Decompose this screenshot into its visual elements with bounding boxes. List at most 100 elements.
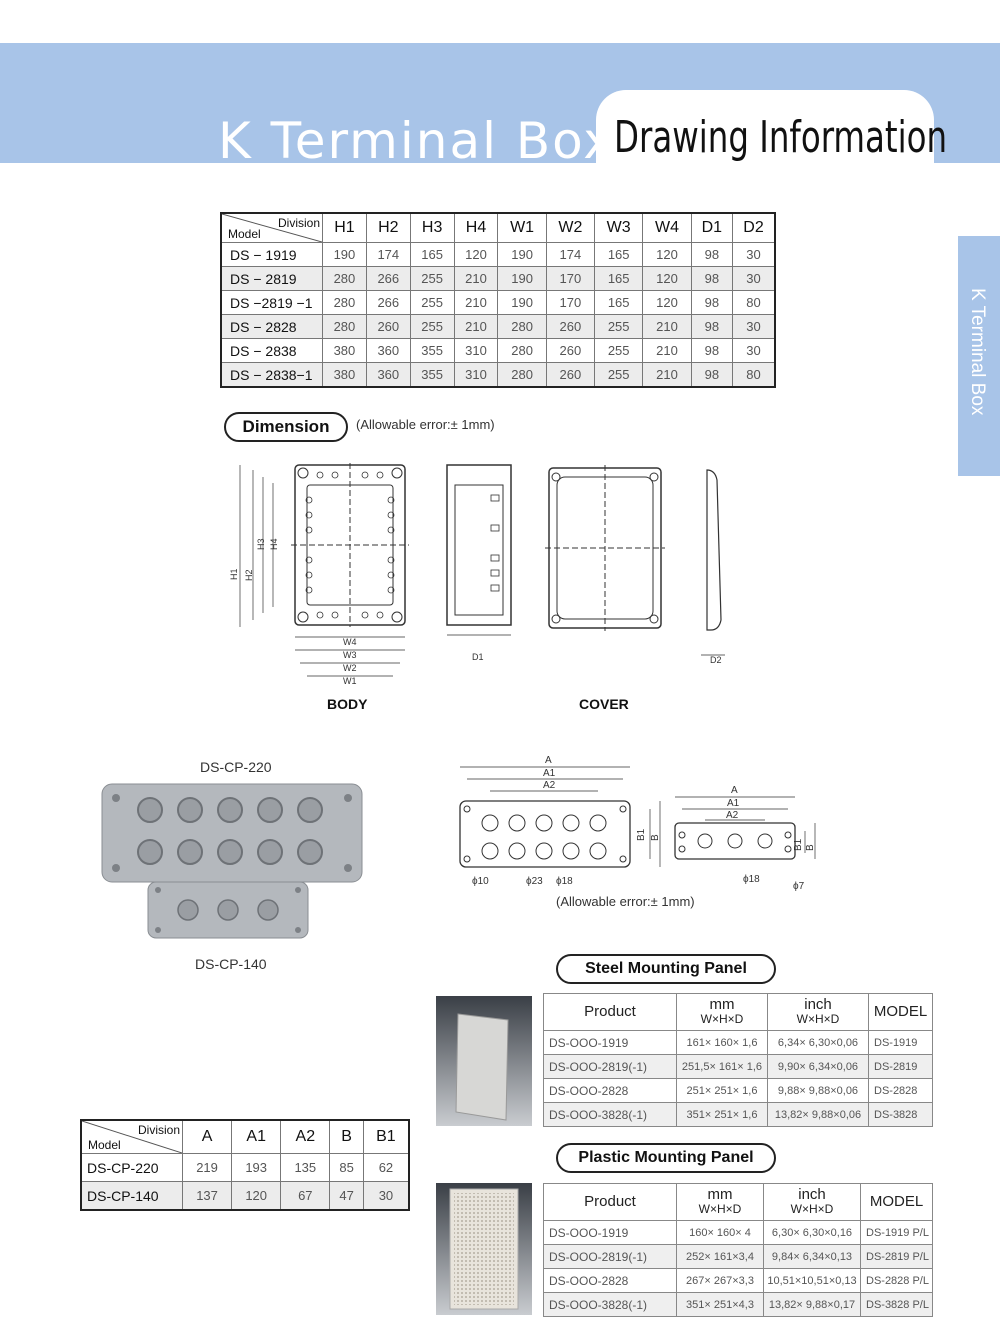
dim-h1: H1 bbox=[229, 568, 239, 580]
value-cell: 260 bbox=[545, 362, 596, 388]
value-cell: 266 bbox=[365, 266, 411, 291]
dim-w4: W4 bbox=[343, 637, 357, 647]
cp-col-header: A2 bbox=[280, 1119, 331, 1154]
dim-h2: H2 bbox=[244, 569, 254, 581]
value-cell: 120 bbox=[642, 266, 692, 291]
value-cell: 30 bbox=[732, 314, 776, 339]
product-cell: DS-OOO-1919 bbox=[543, 1220, 677, 1245]
dimension-drawing: H1 H2 H3 H4 W4 W3 W2 W1 D1 D2 bbox=[229, 463, 725, 686]
value-cell: 380 bbox=[322, 362, 367, 388]
value-cell: 165 bbox=[594, 290, 644, 315]
cp-dim-phi18b: ϕ18 bbox=[743, 874, 760, 885]
value-cell: 219 bbox=[181, 1153, 233, 1182]
cover-screw bbox=[551, 472, 561, 482]
value-cell: 210 bbox=[453, 266, 499, 291]
cp-dim-a1-small: A1 bbox=[727, 798, 740, 809]
value-cell: 210 bbox=[453, 314, 499, 339]
plastic-header-mm-unit: mm bbox=[707, 1186, 733, 1203]
cp-dim-a2-small: A2 bbox=[726, 810, 739, 821]
value-cell: 85 bbox=[329, 1153, 364, 1182]
cover-plate-drawing: A A1 A2 B1 B ϕ10 ϕ23 ϕ18 A A1 A2 B1 B ϕ1… bbox=[459, 755, 816, 892]
spec-table: Division Model H1 H2 H3 H4 W1 W2 W3 W4 D… bbox=[220, 212, 776, 388]
value-cell: 255 bbox=[409, 290, 455, 315]
value-cell: 280 bbox=[497, 338, 547, 363]
value-cell: 98 bbox=[690, 362, 734, 388]
value-cell: 260 bbox=[545, 314, 596, 339]
body-side-inner bbox=[454, 484, 504, 616]
dimension-label: Dimension bbox=[224, 412, 348, 442]
value-cell: 210 bbox=[453, 290, 499, 315]
mm-cell: 251× 251× 1,6 bbox=[676, 1078, 768, 1103]
value-cell: 360 bbox=[365, 362, 411, 388]
steel-header-model: MODEL bbox=[868, 993, 933, 1031]
steel-panel-photo bbox=[436, 996, 532, 1126]
mm-cell: 267× 267×3,3 bbox=[676, 1268, 764, 1293]
inch-cell: 10,51×10,51×0,13 bbox=[763, 1268, 861, 1293]
body-screw-hole bbox=[297, 611, 309, 623]
model-cell: DS − 2828 bbox=[220, 314, 323, 339]
value-cell: 67 bbox=[280, 1181, 331, 1211]
value-cell: 210 bbox=[642, 362, 692, 388]
inch-cell: 9,90× 6,34×0,06 bbox=[767, 1054, 869, 1079]
cover-side-outline bbox=[706, 469, 722, 631]
value-cell: 47 bbox=[329, 1181, 364, 1211]
value-cell: 260 bbox=[365, 314, 411, 339]
body-knockouts bbox=[305, 471, 395, 619]
cp-dim-a-small: A bbox=[731, 785, 738, 796]
value-cell: 380 bbox=[322, 338, 367, 363]
body-label: BODY bbox=[327, 696, 368, 712]
model-cell: DS-2828 bbox=[868, 1078, 933, 1103]
value-cell: 170 bbox=[545, 290, 596, 315]
model-cell: DS-1919 P/L bbox=[860, 1220, 933, 1245]
value-cell: 255 bbox=[594, 314, 644, 339]
dim-w2: W2 bbox=[343, 663, 357, 673]
value-cell: 98 bbox=[690, 314, 734, 339]
mm-cell: 351× 251× 1,6 bbox=[676, 1102, 768, 1127]
value-cell: 260 bbox=[545, 338, 596, 363]
cp-dim-a2: A2 bbox=[543, 780, 556, 791]
cp-note: (Allowable error:± 1mm) bbox=[556, 894, 695, 909]
body-screw-hole bbox=[391, 611, 403, 623]
cp-corner-model: Model bbox=[88, 1138, 121, 1152]
spec-corner-division: Division bbox=[277, 216, 320, 230]
dim-w1: W1 bbox=[343, 676, 357, 686]
spec-col-header: W4 bbox=[642, 212, 692, 243]
cp-corner: Division Model bbox=[80, 1119, 183, 1154]
cover-screw bbox=[649, 472, 659, 482]
page-subtitle: Drawing Information bbox=[614, 112, 948, 163]
page-title: K Terminal Box bbox=[218, 112, 615, 170]
cp-dim-phi23: ϕ23 bbox=[526, 876, 543, 887]
value-cell: 120 bbox=[642, 290, 692, 315]
value-cell: 80 bbox=[732, 290, 776, 315]
side-tab[interactable]: K Terminal Box bbox=[958, 236, 1000, 476]
cp-dim-b-small: B bbox=[805, 844, 816, 851]
value-cell: 355 bbox=[409, 362, 455, 388]
mm-cell: 351× 251×4,3 bbox=[676, 1292, 764, 1317]
cp-dim-b: B bbox=[650, 834, 661, 841]
value-cell: 190 bbox=[497, 242, 547, 267]
steel-header-mm-unit: mm bbox=[709, 996, 735, 1013]
cp-col-header: B bbox=[329, 1119, 364, 1154]
header-tab bbox=[596, 90, 934, 164]
value-cell: 98 bbox=[690, 242, 734, 267]
spec-corner-model: Model bbox=[228, 227, 261, 241]
steel-panel-label: Steel Mounting Panel bbox=[556, 954, 776, 984]
steel-header-inch-sub: W×H×D bbox=[796, 1012, 840, 1026]
dimension-note: (Allowable error:± 1mm) bbox=[356, 417, 495, 432]
cp-col-header: B1 bbox=[362, 1119, 410, 1154]
value-cell: 30 bbox=[362, 1181, 410, 1211]
dim-d1: D1 bbox=[472, 652, 484, 662]
mm-cell: 252× 161×3,4 bbox=[676, 1244, 764, 1269]
cover-screw bbox=[551, 614, 561, 624]
